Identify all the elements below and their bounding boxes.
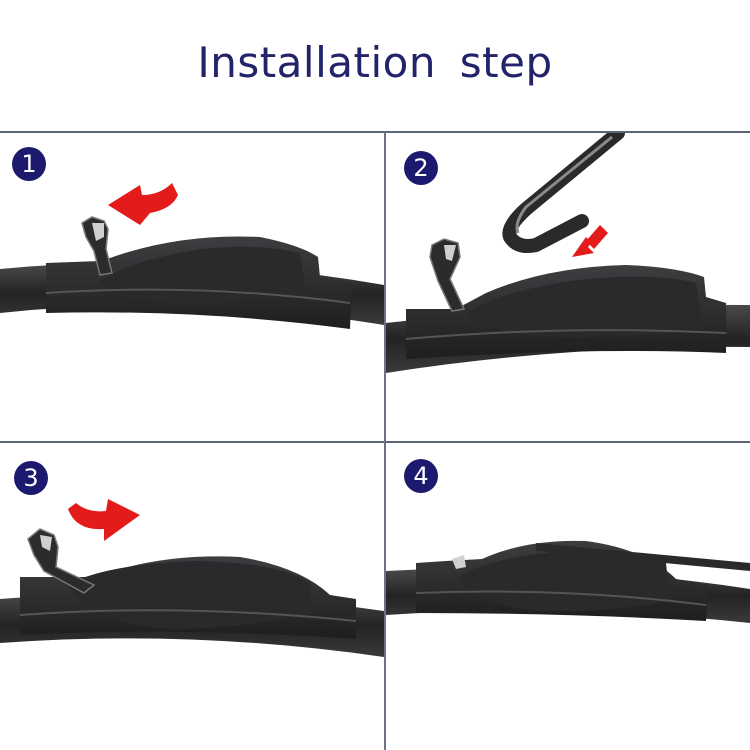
grid-divider-middle [0,441,750,443]
wiper-blade-illustration [0,216,384,329]
grid-divider-top [0,131,750,133]
step-number-badge: 2 [404,151,438,185]
grid-divider-vertical [384,132,386,750]
step-number-badge: 1 [12,147,46,181]
wiper-blade-illustration [386,540,750,623]
diagonal-arrow-down-left-icon [572,225,608,257]
step-panel-3: 3 [0,443,384,750]
step-panel-1: 1 [0,133,384,441]
step-panel-2: 2 [386,133,750,441]
wiper-arm-hook-icon [502,133,625,253]
wiper-blade-illustration [386,238,750,373]
page-title: Installation step [197,38,553,87]
step-number-badge: 3 [14,461,48,495]
step-number-badge: 4 [404,459,438,493]
step-panel-4: 4 [386,443,750,750]
curved-arrow-right-icon [68,499,140,541]
wiper-blade-illustration [0,528,384,657]
curved-arrow-left-icon [108,183,178,225]
